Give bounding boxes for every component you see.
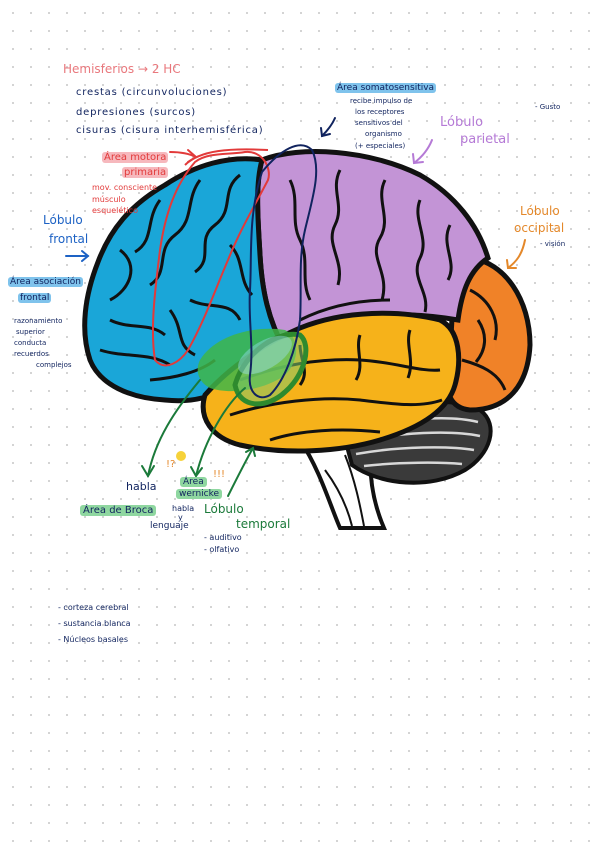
lenguaje-label: lenguaje — [150, 521, 189, 531]
parietal-lobe-label-2: parietal — [460, 132, 510, 147]
temporal-note-2: - olfativo — [204, 545, 240, 554]
header-item-depressions: depresiones (surcos) — [76, 107, 196, 118]
frontal-assoc-desc-4: recuerdos — [14, 350, 49, 358]
occipital-lobe-label-2: occipital — [514, 221, 565, 235]
bottom-list-item-1: - corteza cerebral — [58, 603, 129, 612]
parietal-lobe-label: Lóbulo — [440, 115, 484, 130]
temporal-lobe-label-2: temporal — [236, 517, 291, 531]
motor-desc-3: esquelético — [92, 206, 138, 215]
frontal-assoc-title-2: frontal — [18, 293, 52, 303]
somatosensory-desc-5: (+ especiales) — [355, 142, 406, 150]
occipital-note: - visión — [540, 240, 566, 248]
somatosensory-desc-4: organismo — [365, 130, 402, 138]
motor-area-title: Área motora — [102, 152, 169, 163]
habla-y-label: habla — [172, 504, 195, 513]
somatosensory-desc-1: recibe impulso de — [350, 97, 413, 105]
parietal-note: - Gusto — [535, 103, 561, 111]
arrow-parietal — [413, 139, 433, 164]
motor-desc-2: músculo — [92, 195, 126, 204]
wernicke-label-2: wernicke — [176, 489, 223, 499]
wernicke-area-outline — [232, 331, 309, 407]
header-item-fissures: cisuras (cisura interhemisférica) — [76, 125, 264, 136]
frontal-assoc-desc-2: superior — [16, 328, 45, 336]
occipital-lobe-label: Lóbulo — [520, 204, 560, 218]
temporal-note-1: - auditivo — [204, 533, 242, 542]
header-hemispheres: Hemisferios → 2 HC — [63, 62, 181, 76]
arrow-wernicke — [195, 387, 246, 477]
frontal-assoc-title: Área asociación — [8, 277, 83, 287]
header-item-crests: crestas (circunvoluciones) — [76, 87, 228, 98]
somatosensory-title: Área somatosensitiva — [335, 83, 437, 93]
emoji-marker — [176, 451, 186, 461]
frontal-lobe-label: Lóbulo — [43, 213, 83, 227]
habla-label: habla — [126, 480, 157, 493]
frontal-lobe-label-2: frontal — [49, 232, 89, 246]
arrow-broca — [147, 379, 201, 477]
temporal-lobe-label: Lóbulo — [204, 502, 244, 516]
somatosensory-outline — [248, 144, 318, 399]
arrow-occipital — [507, 239, 526, 269]
motor-desc-1: mov. consciente — [92, 183, 158, 192]
bottom-list-item-3: - Núcleos basales — [58, 635, 128, 644]
marker-question: !? — [166, 459, 176, 470]
frontal-assoc-desc-1: razonamiento — [14, 317, 63, 325]
somatosensory-desc-3: sensitivos del — [355, 119, 403, 127]
y-label: y — [178, 513, 183, 522]
broca-label: Área de Broca — [80, 505, 157, 516]
arrow-temporal — [227, 447, 254, 497]
arrow-somatosensory — [321, 117, 336, 137]
occipital-lobe — [444, 255, 533, 413]
frontal-assoc-desc-3: conducta — [14, 339, 47, 347]
marker-exclaim: !!! — [213, 469, 226, 480]
motor-cortex-outline — [151, 150, 270, 367]
bottom-list-item-2: - sustancia blanca — [58, 619, 131, 628]
frontal-assoc-desc-5: complejos — [36, 361, 72, 369]
wernicke-label: Área — [180, 477, 207, 487]
motor-area-title-2: primaria — [122, 167, 169, 178]
somatosensory-desc-2: los receptores — [355, 108, 405, 116]
